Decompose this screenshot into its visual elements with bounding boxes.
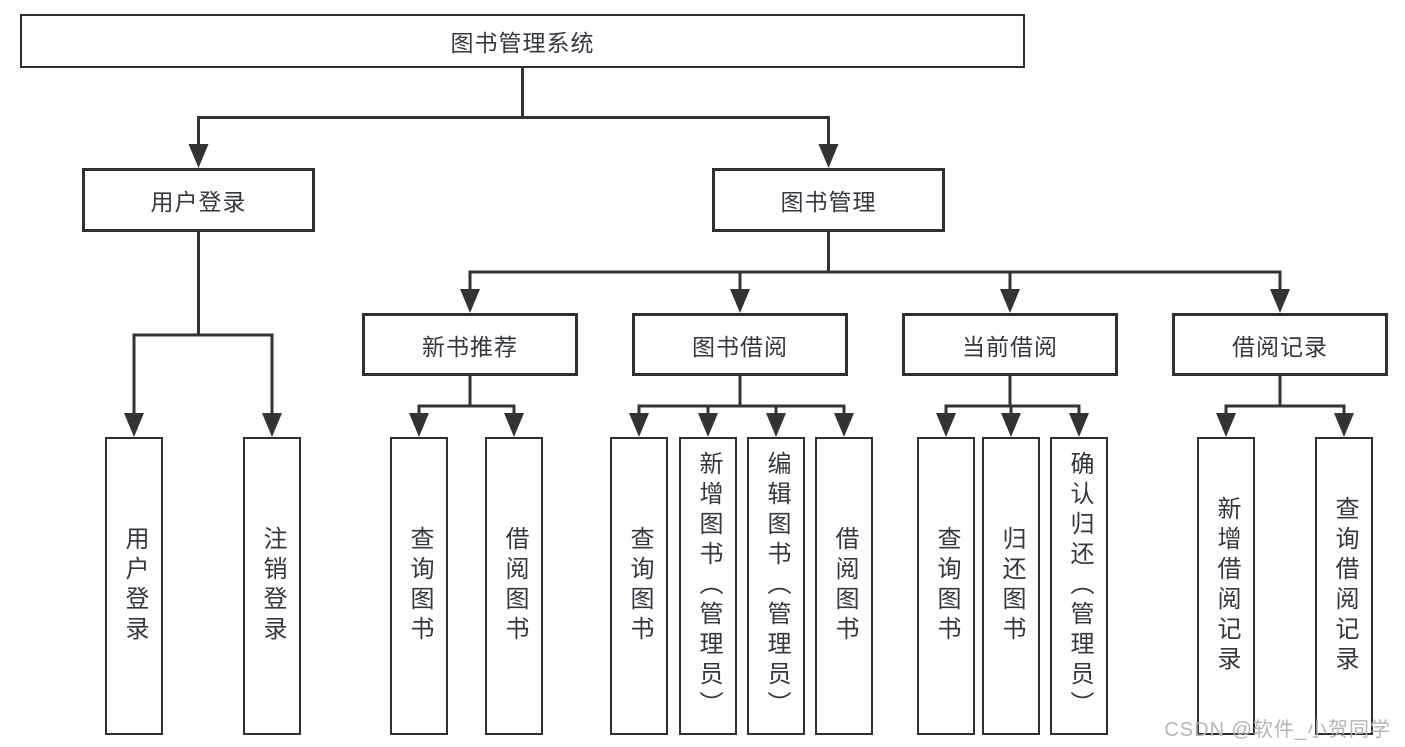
node-label: 图书管理 — [780, 189, 877, 215]
node-label: 归还图书 — [998, 526, 1025, 646]
node-label: 新增图书（管理员） — [695, 451, 722, 721]
node-label: 查询借阅记录 — [1331, 496, 1358, 676]
node-root-system: 图书管理系统 — [20, 14, 1025, 68]
leaf-borrow-books: 借阅图书 — [815, 437, 873, 735]
node-label: 用户登录 — [121, 526, 148, 646]
leaf-borrow-books-recommend: 借阅图书 — [485, 437, 543, 735]
leaf-query-books-current: 查询图书 — [917, 437, 975, 735]
node-new-book-recommend: 新书推荐 — [362, 313, 578, 376]
node-borrowing-records: 借阅记录 — [1172, 313, 1388, 376]
leaf-user-login: 用户登录 — [105, 437, 163, 735]
leaf-query-books-borrow: 查询图书 — [610, 437, 668, 735]
node-label: 借阅图书 — [501, 526, 528, 646]
leaf-confirm-return-admin: 确认归还（管理员） — [1050, 437, 1108, 735]
node-label: 图书管理系统 — [450, 30, 595, 56]
leaf-return-books: 归还图书 — [982, 437, 1040, 735]
csdn-watermark: CSDN @软件_小贺同学 — [1164, 719, 1391, 741]
node-label: 用户登录 — [150, 189, 247, 215]
leaf-logout-login: 注销登录 — [243, 437, 301, 735]
leaf-edit-books-admin: 编辑图书（管理员） — [747, 437, 805, 735]
node-label: 查询图书 — [406, 526, 433, 646]
node-label: 编辑图书（管理员） — [763, 451, 790, 721]
node-label: 当前借阅 — [962, 333, 1058, 360]
node-label: 新增借阅记录 — [1213, 496, 1240, 676]
node-user-login: 用户登录 — [82, 168, 315, 232]
leaf-add-borrow-record: 新增借阅记录 — [1197, 437, 1255, 735]
node-book-borrowing: 图书借阅 — [632, 313, 848, 376]
leaf-query-books-recommend: 查询图书 — [390, 437, 448, 735]
node-label: 图书借阅 — [692, 333, 788, 360]
node-label: 查询图书 — [626, 526, 653, 646]
node-label: 确认归还（管理员） — [1066, 451, 1093, 721]
node-current-borrowing: 当前借阅 — [902, 313, 1118, 376]
node-label: 借阅记录 — [1232, 333, 1328, 360]
node-label: 查询图书 — [933, 526, 960, 646]
node-label: 注销登录 — [259, 526, 286, 646]
node-label: 新书推荐 — [422, 333, 518, 360]
leaf-query-borrow-record: 查询借阅记录 — [1315, 437, 1373, 735]
node-label: 借阅图书 — [831, 526, 858, 646]
leaf-add-books-admin: 新增图书（管理员） — [679, 437, 737, 735]
node-book-management: 图书管理 — [712, 168, 945, 232]
arrowheads — [124, 144, 1354, 437]
